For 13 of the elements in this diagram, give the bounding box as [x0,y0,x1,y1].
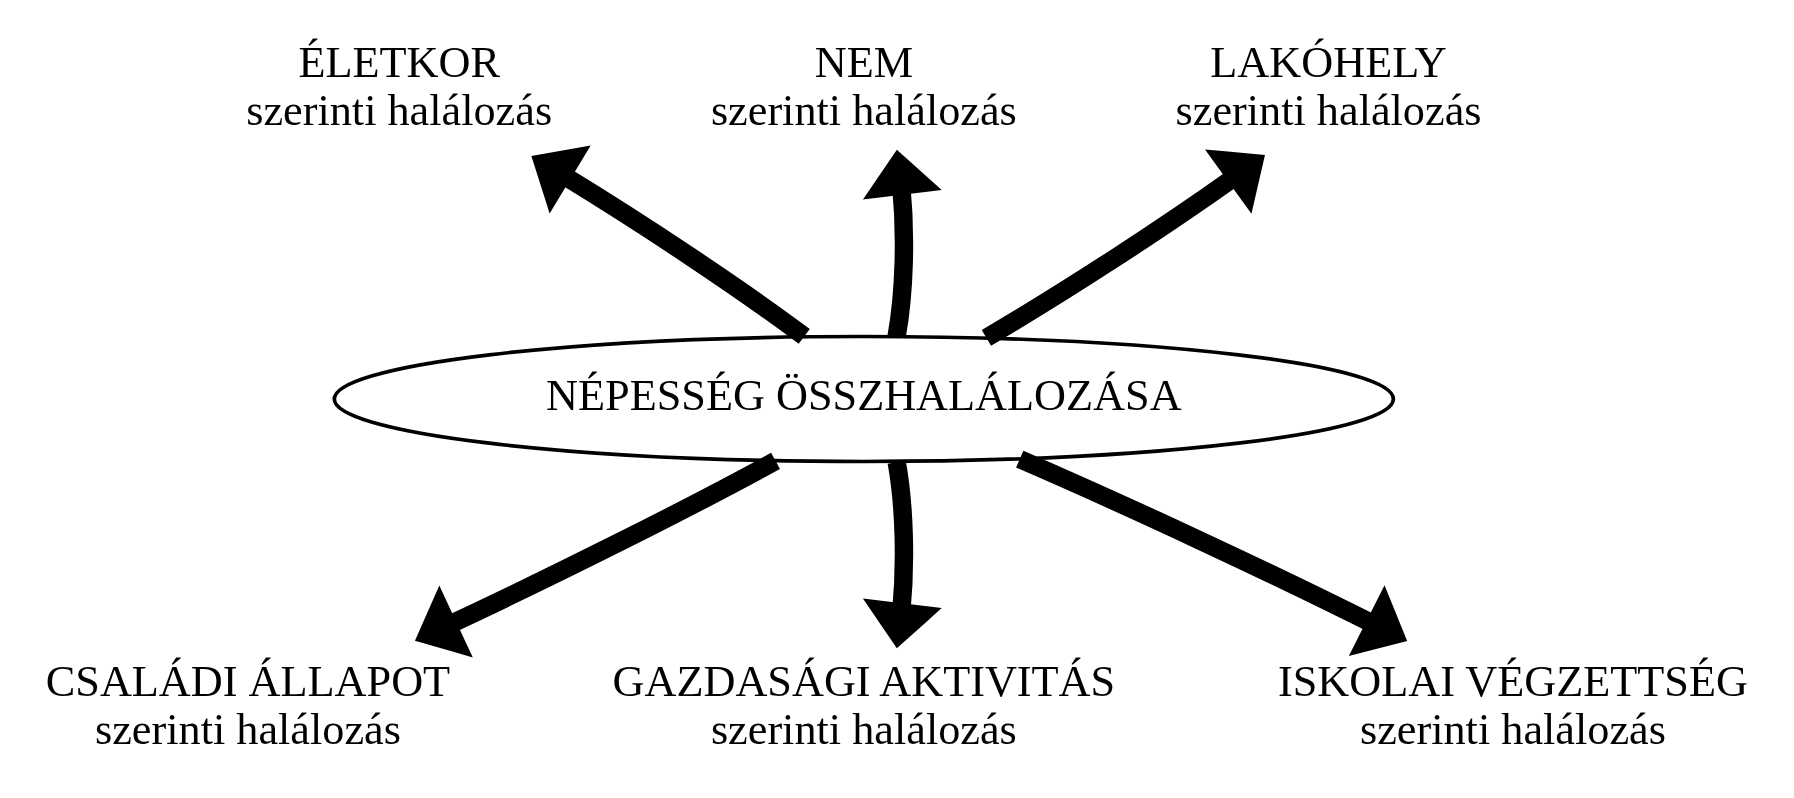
arrow [530,145,810,344]
arrow [862,149,942,338]
arrow [862,460,942,649]
node-text: GAZDASÁGI AKTIVITÁS szerinti halálozás [612,657,1115,755]
node-text: LAKÓHELY szerinti halálozás [1175,37,1481,135]
arrow [414,452,780,658]
node-ellipse: NÉPESSÉG ÖSSZHALÁLOZÁSA [331,334,1395,464]
node-text: NEM szerinti halálozás [710,37,1017,135]
node-text: ÉLETKOR szerinti halálozás [245,37,552,135]
arrow [981,149,1265,346]
node-text: ISKOLAI VÉGZETTSÉG szerinti halálozás [1277,657,1748,755]
node-text: CSALÁDI ÁLLAPOT szerinti halálozás [45,657,450,755]
arrow [1015,450,1407,657]
